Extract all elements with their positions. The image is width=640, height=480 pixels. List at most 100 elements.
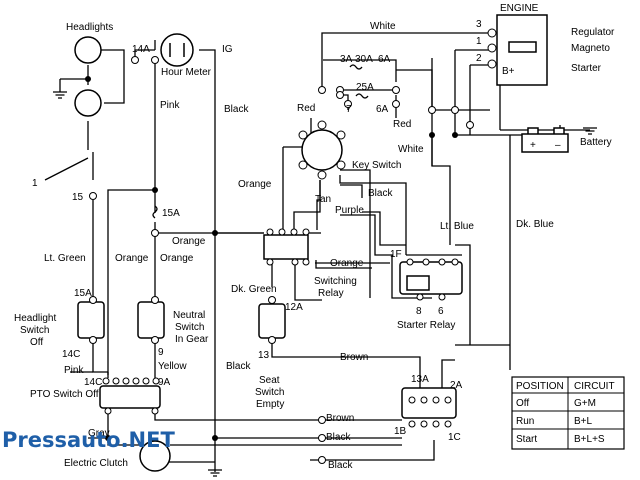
- engine-terminal-1-label: 1: [476, 36, 482, 47]
- wire-orange-a: Orange: [172, 236, 206, 247]
- neutral-switch-label-2: Switch: [175, 322, 204, 333]
- wire-lt-blue: Lt. Blue: [440, 221, 474, 232]
- ground-symbols: [53, 91, 597, 477]
- wire-pink-low: Pink: [64, 365, 84, 376]
- neutral-switch-label-1: Neutral: [173, 310, 205, 321]
- terminal-15: 15: [72, 192, 84, 203]
- battery-plus: +: [530, 140, 536, 151]
- headlight-lamp-upper: [74, 36, 102, 64]
- terminal-labels: 14A IG 15 15A 15A 14C 14C 9 9A 12A 13 1F…: [32, 44, 463, 443]
- wire-orange-key: Orange: [238, 179, 272, 190]
- hour-meter-label: Hour Meter: [161, 67, 212, 78]
- terminal-13: 13: [258, 350, 270, 361]
- wire-black-mid: Black: [226, 361, 251, 372]
- fuse-25a: [355, 93, 369, 99]
- wire-orange-b: Orange: [115, 253, 149, 264]
- headlight-switch-label-2: Switch: [20, 325, 49, 336]
- key-switch-body: [301, 129, 343, 171]
- magneto-label: Magneto: [571, 43, 610, 54]
- fuse-30a-label: 30A: [355, 54, 373, 65]
- wire-black-low: Black: [326, 432, 351, 443]
- terminal-15a-fuse: 15A: [162, 208, 180, 219]
- wire-white-mid: White: [398, 144, 424, 155]
- wire-pink-top: Pink: [160, 100, 180, 111]
- wire-yellow: Yellow: [158, 361, 187, 372]
- starter-relay-terminals: [406, 258, 459, 301]
- terminal-13a: 13A: [411, 374, 429, 385]
- wire-brown-b: Brown: [326, 413, 354, 424]
- table-row-start-circuit: B+L+S: [574, 434, 605, 445]
- seat-switch-label-2: Switch: [255, 387, 284, 398]
- switching-relay-body: [263, 234, 309, 260]
- engine-terminal-2-label: 2: [476, 53, 482, 64]
- fuse-3a30a: [349, 64, 363, 70]
- battery-minus: –: [555, 140, 561, 151]
- pto-switch-body: [99, 385, 161, 409]
- engine-title: ENGINE: [500, 3, 539, 14]
- pto-switch-label: PTO Switch Off: [30, 389, 99, 400]
- wire-gray: Gray: [88, 428, 110, 439]
- key-switch-terminals: [298, 120, 346, 180]
- terminal-14c-a: 14C: [62, 349, 80, 360]
- wire-dk-green: Dk. Green: [231, 284, 277, 295]
- starter-relay-label: Starter Relay: [397, 320, 455, 331]
- ignition-switch-body: [401, 387, 457, 419]
- wire-black-top: Black: [224, 104, 249, 115]
- engine-terminal-3: [487, 28, 497, 38]
- terminal-2a: 2A: [450, 380, 463, 391]
- engine-terminal-2: [487, 59, 497, 69]
- table-row-start-position: Start: [516, 434, 537, 445]
- terminal-1b: 1B: [394, 426, 407, 437]
- seat-switch-label-3: Empty: [256, 399, 284, 410]
- terminal-15a-left: 15A: [74, 288, 92, 299]
- wire-color-labels: White Pink Black Red Red White Orange Ta…: [44, 21, 554, 471]
- watermark-text: Pressauto.NET: [2, 428, 175, 452]
- table-row-off-circuit: G+M: [574, 398, 596, 409]
- terminal-9: 9: [158, 347, 164, 358]
- fuse-3a-label: 3A: [340, 54, 353, 65]
- hour-meter-symbol: [169, 43, 185, 57]
- wire-orange-c: Orange: [160, 253, 194, 264]
- battery-label: Battery: [580, 137, 612, 148]
- headlight-lamp-lower: [74, 89, 102, 117]
- headlights-label: Headlights: [66, 22, 113, 33]
- table-row-run-position: Run: [516, 416, 534, 427]
- engine-terminal-bplus-label: B+: [502, 66, 515, 77]
- key-switch-label: Key Switch: [352, 160, 401, 171]
- wire-lt-green: Lt. Green: [44, 253, 86, 264]
- terminal-1c: 1C: [448, 432, 461, 443]
- neutral-switch-body: [137, 301, 165, 339]
- wire-red-left: Red: [297, 103, 315, 114]
- switching-relay-label-1: Switching: [314, 276, 357, 287]
- electric-clutch-coil: [139, 440, 171, 472]
- table-header-position: POSITION: [516, 381, 564, 392]
- wire-white-top: White: [370, 21, 396, 32]
- fuse-25a-label: 25A: [356, 82, 374, 93]
- headlight-switch-label-3: Off: [30, 337, 43, 348]
- fuse-6a-top-label: 6A: [378, 54, 391, 65]
- engine-terminal-1: [487, 43, 497, 53]
- terminal-14c-b: 14C: [84, 377, 102, 388]
- callout-1: 1: [32, 178, 38, 189]
- hour-meter-gauge: [160, 33, 194, 67]
- fuse-15a: [152, 205, 158, 219]
- starter-relay-core: [406, 275, 430, 291]
- terminal-6: 6: [438, 306, 444, 317]
- electric-clutch-label: Electric Clutch: [64, 458, 128, 469]
- terminal-14a: 14A: [132, 44, 150, 55]
- terminal-8: 8: [416, 306, 422, 317]
- wire-brown-a: Brown: [340, 352, 368, 363]
- ignition-switch-terminals: [408, 396, 452, 428]
- junction-dots: [85, 76, 458, 441]
- switching-relay-label-2: Relay: [318, 288, 344, 299]
- headlight-switch-body: [77, 301, 105, 339]
- table-header-circuit: CIRCUIT: [574, 381, 615, 392]
- wire-dk-blue: Dk. Blue: [516, 219, 554, 230]
- wire-purple: Purple: [335, 205, 364, 216]
- table-row-run-circuit: B+L: [574, 416, 593, 427]
- wire-orange-relay: Orange: [330, 258, 364, 269]
- seat-switch-body: [258, 303, 286, 339]
- battery-body: [521, 133, 569, 153]
- terminal-6a: 6A: [376, 104, 389, 115]
